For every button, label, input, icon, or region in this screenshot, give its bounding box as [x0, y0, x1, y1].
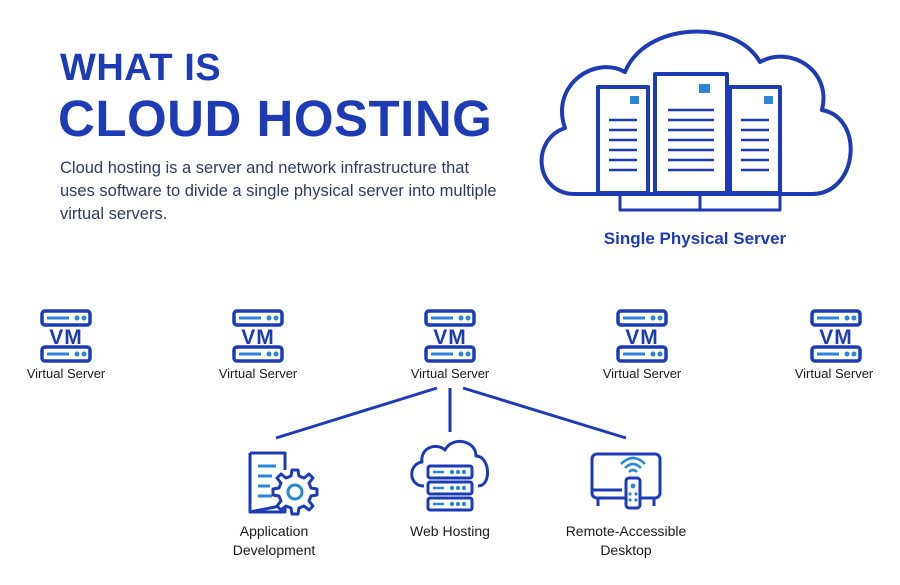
virtual-server-label: Virtual Server	[602, 366, 682, 381]
vm-icon	[232, 309, 284, 363]
service-label-line: Remote-Accessible	[565, 523, 687, 539]
vm-icon	[424, 309, 476, 363]
description: Cloud hosting is a server and network in…	[60, 159, 497, 223]
web-hosting-icon	[410, 440, 489, 512]
vm-icon	[40, 309, 92, 363]
connector-lines	[64, 282, 838, 308]
virtual-server-label: Virtual Server	[410, 366, 490, 381]
title-line-1: WHAT IS	[60, 47, 222, 89]
vm-icon	[616, 309, 668, 363]
service-label-remote-desktop: Remote-Accessible Desktop	[536, 522, 716, 560]
service-connectors	[275, 386, 627, 440]
remote-desktop-icon	[590, 452, 662, 510]
service-label-web-hosting: Web Hosting	[360, 522, 540, 541]
vm-icon	[810, 309, 862, 363]
virtual-server-label: Virtual Server	[26, 366, 106, 381]
service-label-line: Desktop	[600, 542, 652, 558]
virtual-server-label: Virtual Server	[218, 366, 298, 381]
page-title: CLOUD HOSTING	[58, 90, 493, 147]
physical-server-label: Single Physical Server	[603, 229, 787, 248]
virtual-server-label: Virtual Server	[794, 366, 874, 381]
service-label-line: Application	[239, 523, 309, 539]
service-label-line: Web Hosting	[410, 523, 490, 539]
service-label-line: Development	[232, 542, 316, 558]
service-label-app-development: Application Development	[184, 522, 364, 560]
cloud-server-icon	[539, 29, 853, 212]
app-development-icon	[248, 451, 319, 516]
